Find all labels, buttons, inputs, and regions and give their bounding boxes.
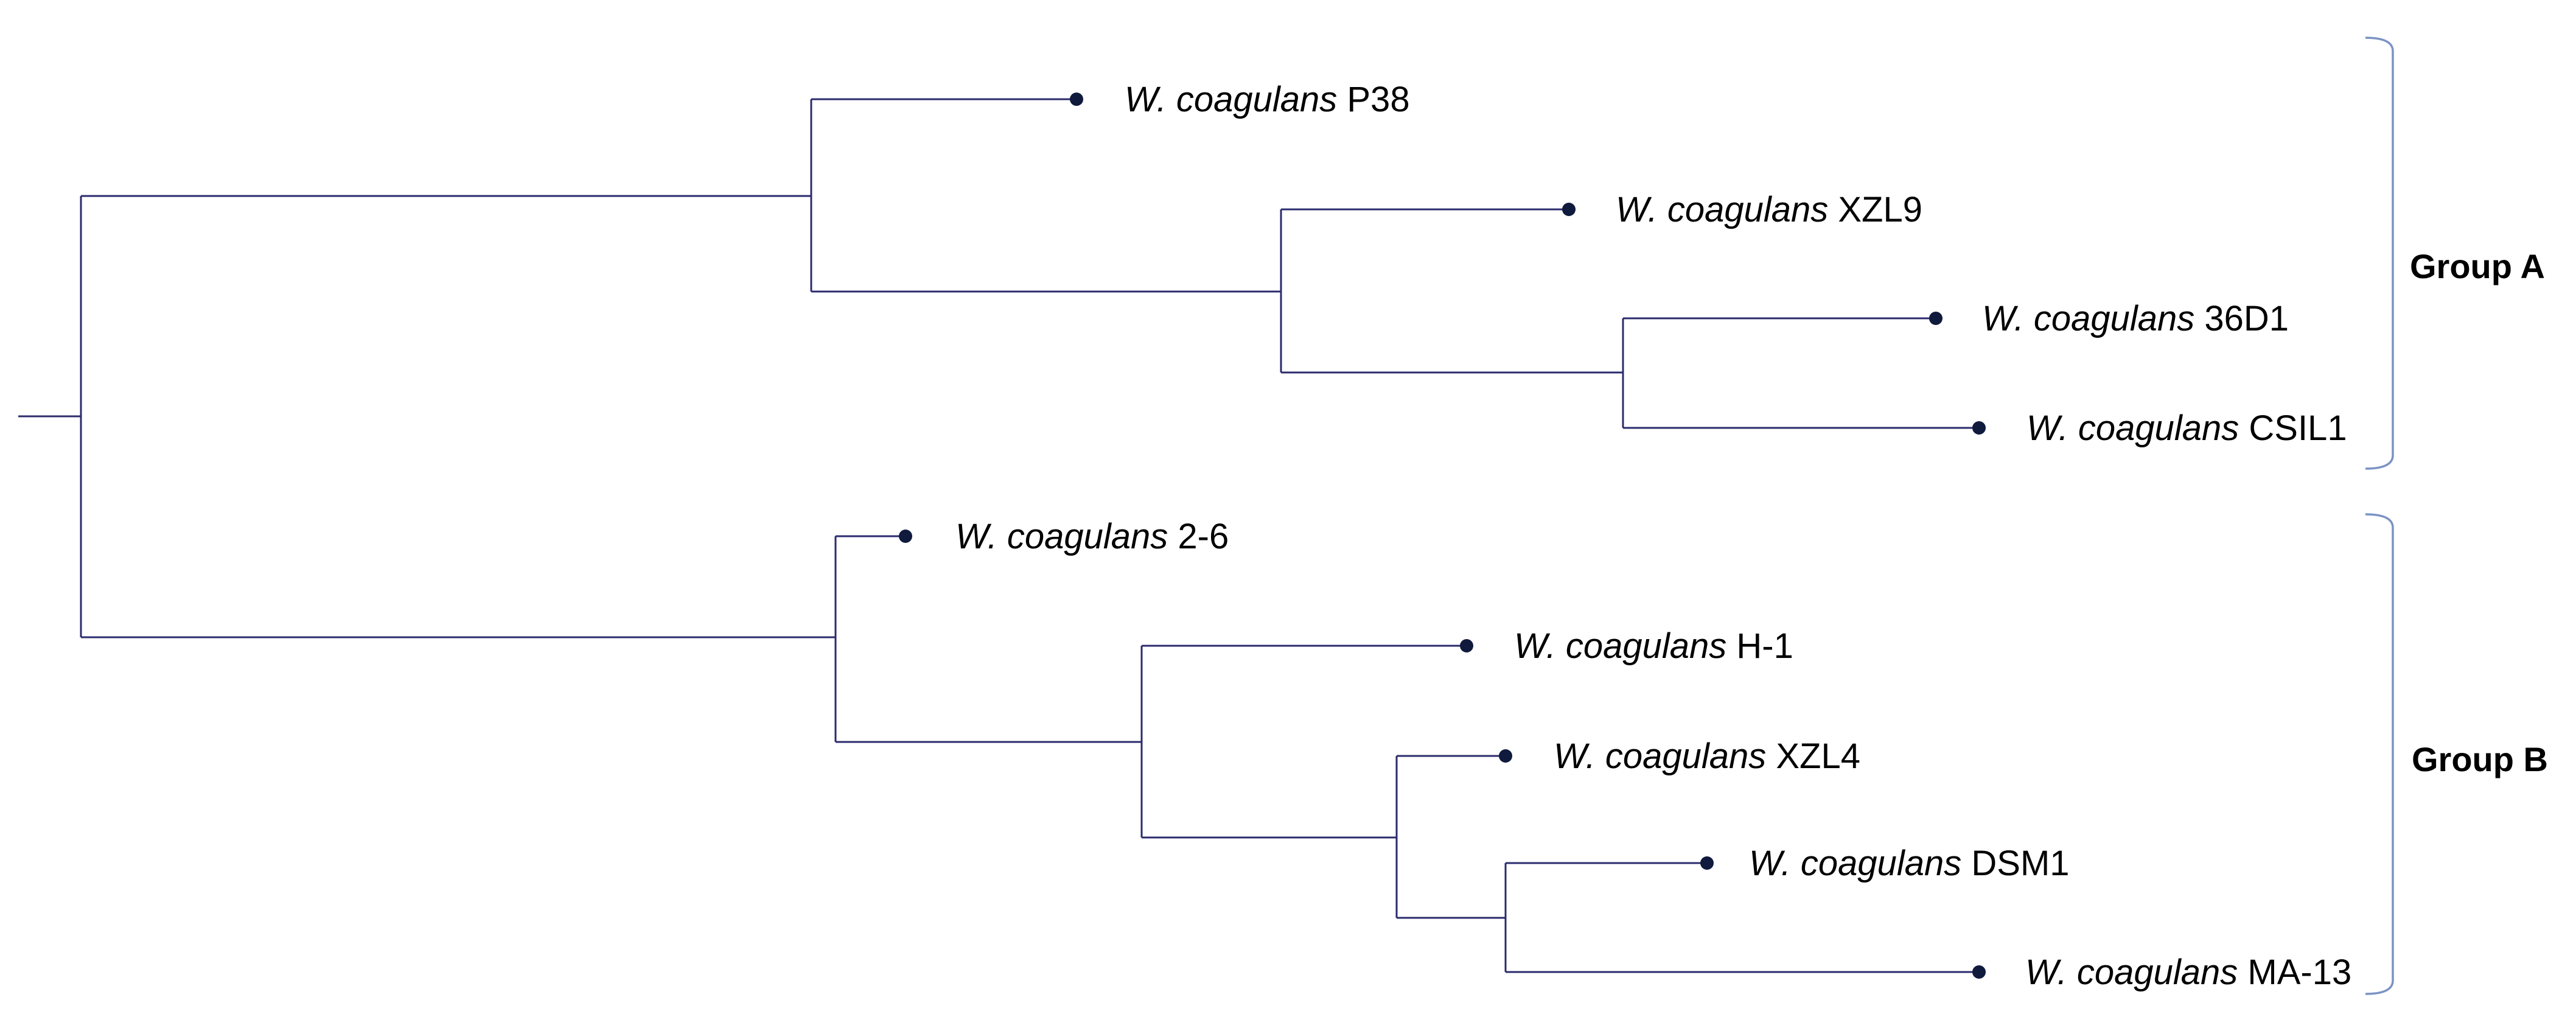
tip-strain: CSIL1 [2249, 408, 2347, 448]
tip-node-h-1 [1460, 639, 1473, 652]
tip-label-dsm1: W. coagulans DSM1 [1749, 844, 2070, 883]
tip-species: W. coagulans [1982, 299, 2194, 338]
tip-strain: 36D1 [2204, 299, 2289, 338]
tip-node-xzl9 [1562, 203, 1576, 216]
tip-species: W. coagulans [2025, 953, 2238, 992]
tip-label-ma-13: W. coagulans MA-13 [2025, 953, 2351, 992]
tip-species: W. coagulans [1749, 844, 1961, 883]
tip-strain: DSM1 [1971, 844, 2069, 883]
tip-label-36d1: W. coagulans 36D1 [1982, 299, 2289, 338]
tip-species: W. coagulans [1616, 190, 1828, 229]
tip-label-2-6: W. coagulans 2-6 [955, 517, 1229, 556]
tip-strain: 2-6 [1178, 517, 1229, 556]
tip-strain: MA-13 [2247, 953, 2351, 992]
tip-label-p38: W. coagulans P38 [1125, 80, 1410, 119]
tip-label-csil1: W. coagulans CSIL1 [2026, 408, 2347, 448]
tip-node-2-6 [899, 530, 912, 543]
tip-label-h-1: W. coagulans H-1 [1514, 626, 1793, 666]
tip-label-xzl9: W. coagulans XZL9 [1616, 190, 1922, 229]
tip-strain: H-1 [1736, 626, 1793, 666]
tip-strain: P38 [1347, 80, 1409, 119]
tip-node-xzl4 [1499, 749, 1512, 763]
tip-species: W. coagulans [2026, 408, 2239, 448]
tip-node-csil1 [1972, 421, 1986, 435]
tip-node-ma-13 [1972, 965, 1986, 979]
tip-species: W. coagulans [1514, 626, 1726, 666]
tip-species: W. coagulans [955, 517, 1168, 556]
group-a-bracket [2365, 37, 2394, 470]
tip-species: W. coagulans [1554, 736, 1766, 776]
tip-label-xzl4: W. coagulans XZL4 [1554, 736, 1860, 776]
tip-strain: XZL4 [1776, 736, 1860, 776]
tip-node-dsm1 [1700, 856, 1714, 870]
tip-node-p38 [1070, 93, 1083, 106]
group-b-label: Group B [2412, 740, 2548, 778]
group-a-label: Group A [2410, 247, 2545, 285]
group-b-bracket [2365, 513, 2394, 995]
tip-strain: XZL9 [1838, 190, 1922, 229]
tip-species: W. coagulans [1125, 80, 1337, 119]
tip-node-36d1 [1929, 312, 1942, 325]
